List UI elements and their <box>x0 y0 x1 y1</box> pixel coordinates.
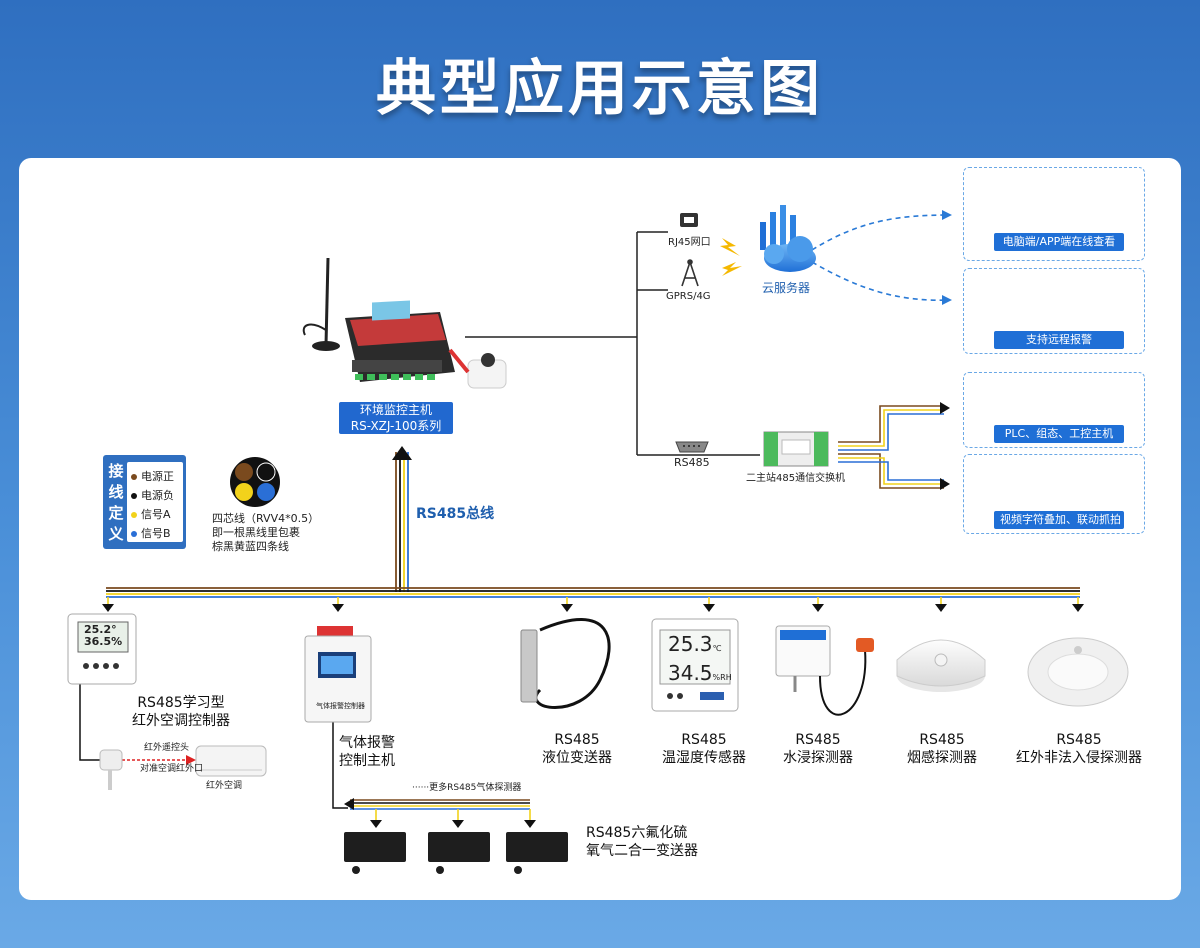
liquid-level-device <box>520 618 611 709</box>
page-title: 典型应用示意图 <box>376 54 824 124</box>
plc-label: PLC、组态、工控主机 <box>994 425 1124 443</box>
main-host-line1: 环境监控主机 <box>359 403 432 417</box>
ir-controller-device <box>67 613 137 685</box>
th-display: 25.3℃ 34.5%RH <box>668 632 732 685</box>
switch-device <box>763 431 829 467</box>
four-core-cable-icon <box>230 457 280 507</box>
switch-label: 二主站485通信交换机 <box>746 473 846 484</box>
cloud-arrows <box>811 214 951 302</box>
ir-aim-label: 对准空调红外口 <box>140 764 204 774</box>
main-host-label: 环境监控主机 RS-XZJ-100系列 <box>339 402 453 434</box>
alarm-label: 支持远程报警 <box>994 331 1124 349</box>
gprs-tower-icon <box>681 259 699 287</box>
legend-row: 电源正 <box>131 468 174 484</box>
main-host-line2: RS-XZJ-100系列 <box>350 419 442 433</box>
wiring-legend: 接线定义 电源正 电源负 信号A 信号B <box>103 455 186 549</box>
arrow-head <box>942 295 952 305</box>
cable-line2: 即一根黑线里包裹 <box>212 526 300 539</box>
arrow-head <box>942 210 952 220</box>
main-host-device <box>302 257 507 389</box>
rj45-label: RJ45网口 <box>668 237 711 248</box>
gprs-label: GPRS/4G <box>666 291 711 302</box>
ir-intrusion-device <box>1027 637 1129 707</box>
ir-head-label: 红外遥控头 <box>144 743 190 753</box>
cable-line3: 棕黑黄蓝四条线 <box>212 540 289 553</box>
cloud-label: 云服务器 <box>762 281 811 295</box>
legend-row: 信号B <box>131 525 171 541</box>
legend-title: 接线定义 <box>108 462 124 543</box>
smoke-detector-device <box>896 639 986 692</box>
cable-description: 四芯线（RVV4*0.5） 即一根黑线里包裹 棕黑黄蓝四条线 <box>212 512 319 554</box>
video-label: 视频字符叠加、联动抓拍 <box>994 511 1124 529</box>
drop-arrows <box>102 604 1084 612</box>
sf6-sensor-devices <box>344 832 568 874</box>
th-temp: 25.3 <box>668 632 713 656</box>
switch-cables <box>838 405 944 489</box>
lightning-icon <box>720 238 742 276</box>
rs485-port-label: RS485 <box>674 456 710 469</box>
rs485-bus-horizontal <box>106 587 1080 598</box>
cloud-server-icon <box>760 205 816 272</box>
water-sensor-device <box>775 625 874 716</box>
bus-arrow-up <box>392 446 412 460</box>
bus-drops <box>107 597 1079 606</box>
rs485-port-icon <box>675 441 709 453</box>
th-sensor-device <box>651 618 739 712</box>
sf6-label: RS485六氟化硫氧气二合一变送器 <box>586 825 698 859</box>
pc-app-label: 电脑端/APP端在线查看 <box>994 233 1124 251</box>
rs485-bus-vertical <box>395 452 409 592</box>
legend-row: 电源负 <box>131 487 174 503</box>
plc-box <box>963 372 1145 448</box>
gas-panel-text: 气体报警控制器 <box>316 702 365 710</box>
ir-controller-label: RS485学习型红外空调控制器 <box>132 695 230 729</box>
network-lines <box>465 231 760 456</box>
ir-display: 25.2° 36.5% <box>84 623 123 648</box>
rj45-icon <box>680 213 698 227</box>
bus-label: RS485总线 <box>416 506 495 522</box>
th-hum: 34.5 <box>668 661 713 685</box>
gas-more-label: ······更多RS485气体探测器 <box>412 783 522 793</box>
ac-label: 红外空调 <box>206 781 243 791</box>
gas-host-device <box>304 626 372 723</box>
legend-rows: 电源正 电源负 信号A 信号B <box>127 462 183 542</box>
legend-row: 信号A <box>131 506 171 522</box>
cable-line1: 四芯线（RVV4*0.5） <box>212 512 320 525</box>
air-conditioner-icon <box>99 745 267 790</box>
gas-host-label: 气体报警控制主机 <box>339 735 395 769</box>
